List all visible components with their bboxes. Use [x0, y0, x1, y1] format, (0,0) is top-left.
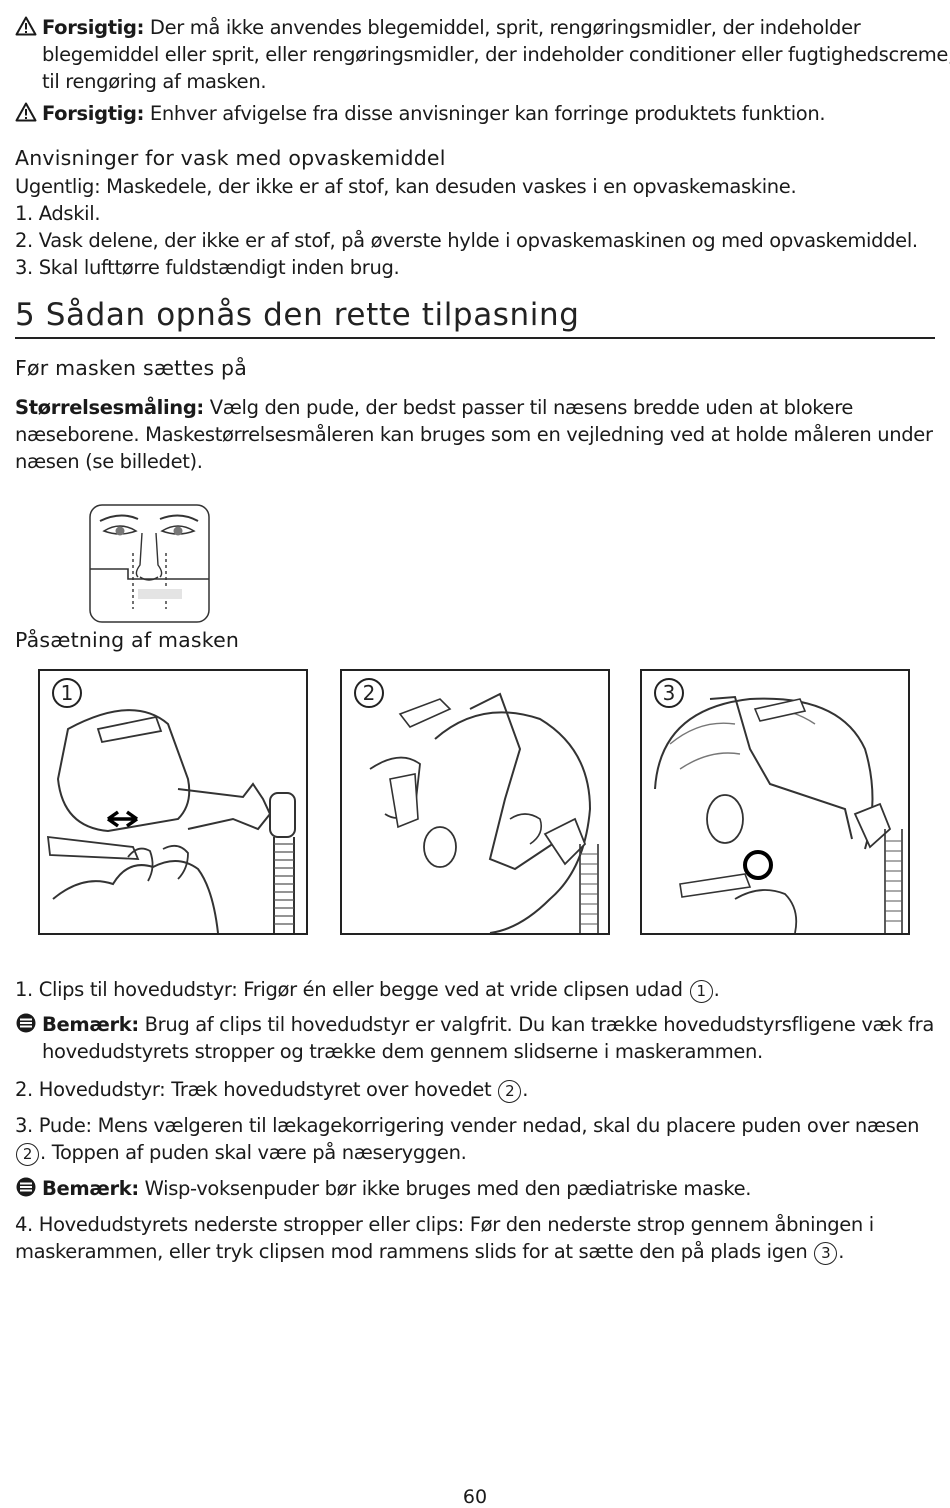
dishwasher-step: 3. Skal lufttørre fuldstændigt inden bru… — [15, 256, 400, 279]
note-paragraph-2: Bemærk: Wisp-voksenpuder bør ikke bruges… — [15, 1175, 950, 1202]
page-number: 60 — [462, 1486, 488, 1508]
fitting-heading: Påsætning af masken — [15, 628, 240, 652]
fitting-illustration-1: 1 — [38, 669, 308, 935]
figure-ref-badge: 1 — [689, 980, 713, 1003]
step-text-end: . — [713, 978, 720, 1001]
step-text: 4. Hovedudstyrets nederste stropper elle… — [15, 1213, 874, 1263]
instruction-step-1: 1. Clips til hovedudstyr: Frigør én elle… — [15, 976, 940, 1003]
sizing-label: Størrelsesmåling: — [15, 396, 204, 419]
note-icon — [16, 1013, 36, 1033]
note-paragraph-1: Bemærk: Brug af clips til hovedudstyr er… — [15, 1011, 950, 1065]
figure-ref-badge: 2 — [498, 1080, 522, 1103]
figure-number: 3 — [663, 681, 676, 705]
step-text: 2. Hovedudstyr: Træk hovedudstyret over … — [15, 1078, 498, 1101]
step-text-end: . Toppen af puden skal være på næserygge… — [40, 1141, 467, 1164]
dishwasher-step: 2. Vask delene, der ikke er af stof, på … — [15, 229, 918, 252]
step-text-end: . — [838, 1240, 845, 1263]
step-text-end: . — [522, 1078, 529, 1101]
instruction-step-2: 2. Hovedudstyr: Træk hovedudstyret over … — [15, 1076, 940, 1103]
fitting-illustration-3: 3 — [640, 669, 910, 935]
caution-label: Forsigtig: — [42, 16, 145, 39]
caution-text: Enhver afvigelse fra disse anvisninger k… — [144, 102, 826, 125]
note-label: Bemærk: — [42, 1177, 139, 1200]
caution-label: Forsigtig: — [42, 102, 145, 125]
dishwasher-heading: Anvisninger for vask med opvaskemiddel — [15, 146, 446, 170]
instruction-step-4: 4. Hovedudstyrets nederste stropper elle… — [15, 1211, 940, 1265]
dishwasher-intro: Ugentlig: Maskedele, der ikke er af stof… — [15, 175, 797, 198]
dishwasher-step: 1. Adskil. — [15, 202, 101, 225]
caution-paragraph-1: Forsigtig: Der må ikke anvendes blegemid… — [15, 14, 950, 95]
caution-paragraph-2: Forsigtig: Enhver afvigelse fra disse an… — [15, 100, 950, 127]
sizing-gauge-illustration — [89, 504, 210, 623]
figure-number: 2 — [363, 681, 376, 705]
sizing-paragraph: Størrelsesmåling: Vælg den pude, der bed… — [15, 394, 940, 475]
step-text: 3. Pude: Mens vælgeren til lækagekorrige… — [15, 1114, 920, 1137]
section-title: 5 Sådan opnås den rette tilpasning — [15, 297, 580, 333]
note-label: Bemærk: — [42, 1013, 139, 1036]
sizing-text: Vælg den pude, der bedst passer til næse… — [15, 396, 933, 473]
note-text: Brug af clips til hovedudstyr er valgfri… — [42, 1013, 934, 1063]
warning-triangle-icon — [15, 16, 37, 36]
note-icon — [16, 1177, 36, 1197]
fitting-illustration-2: 2 — [340, 669, 610, 935]
figure-ref-badge: 2 — [16, 1143, 39, 1166]
warning-triangle-icon — [15, 102, 37, 122]
note-text: Wisp-voksenpuder bør ikke bruges med den… — [138, 1177, 752, 1200]
figure-ref-badge: 3 — [814, 1242, 838, 1265]
caution-text: Der må ikke anvendes blegemiddel, sprit,… — [42, 16, 950, 93]
before-heading: Før masken sættes på — [15, 356, 248, 380]
step-text: 1. Clips til hovedudstyr: Frigør én elle… — [15, 978, 689, 1001]
section-rule — [15, 337, 935, 339]
figure-number: 1 — [61, 681, 74, 705]
instruction-step-3: 3. Pude: Mens vælgeren til lækagekorrige… — [15, 1112, 940, 1166]
